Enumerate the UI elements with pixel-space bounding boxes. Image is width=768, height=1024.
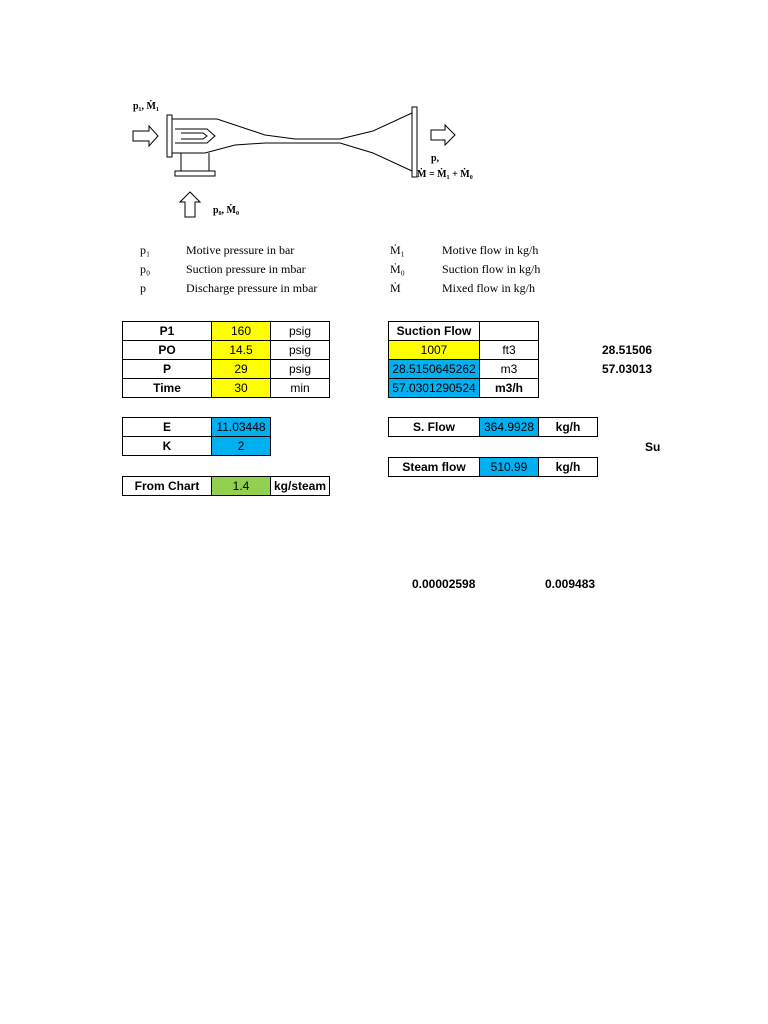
suction-value-m3[interactable]: 28.5150645262: [388, 359, 480, 379]
bottom-value-1: 0.00002598: [412, 577, 476, 591]
legend-symbol-m: Ṁ: [390, 281, 401, 295]
table-row: Suction Flow: [388, 321, 539, 341]
input-value-p0[interactable]: 14.5: [211, 340, 271, 360]
legend-symbol-p1: p₁: [140, 243, 151, 257]
table-row: 28.5150645262 m3: [388, 359, 539, 379]
chart-value[interactable]: 1.4: [211, 476, 271, 496]
legend-desc-p0: Suction pressure in mbar: [186, 262, 306, 276]
suction-header: Suction Flow: [388, 321, 480, 341]
inlet-arrow: [132, 124, 159, 148]
legend-symbol-m0: Ṁ₀: [390, 262, 405, 276]
input-label-p: P: [122, 359, 212, 379]
table-row: K 2: [122, 436, 271, 456]
inputs-table: P1 160 psig PO 14.5 psig P 29 psig Time …: [122, 321, 330, 398]
input-label-p1: P1: [122, 321, 212, 341]
chart-unit: kg/steam: [270, 476, 330, 496]
suction-value-m3h[interactable]: 57.0301290524: [388, 378, 480, 398]
suction-unit-m3h: m3/h: [479, 378, 539, 398]
table-row: P 29 psig: [122, 359, 330, 379]
table-row: PO 14.5 psig: [122, 340, 330, 360]
input-label-p0: PO: [122, 340, 212, 360]
chart-table: From Chart 1.4 kg/steam: [122, 476, 330, 496]
legend-desc-p: Discharge pressure in mbar: [186, 281, 318, 295]
suction-header-empty: [479, 321, 539, 341]
side-value-3: Su: [645, 440, 661, 454]
side-value-1: 28.51506: [602, 343, 653, 357]
side-value-2: 57.03013: [602, 362, 653, 376]
input-unit-p: psig: [270, 359, 330, 379]
input-unit-p1: psig: [270, 321, 330, 341]
k-label: K: [122, 436, 212, 456]
input-value-p[interactable]: 29: [211, 359, 271, 379]
legend-desc-m: Mixed flow in kg/h: [442, 281, 535, 295]
steam-label: Steam flow: [388, 457, 480, 477]
table-row: P1 160 psig: [122, 321, 330, 341]
bottom-value-2: 0.009483: [545, 577, 596, 591]
suction-arrow: [178, 191, 202, 218]
table-row: 1007 ft3: [388, 340, 539, 360]
k-value[interactable]: 2: [211, 436, 271, 456]
e-value[interactable]: 11.03448: [211, 417, 271, 437]
suction-unit-m3: m3: [479, 359, 539, 379]
table-row: E 11.03448: [122, 417, 271, 437]
suction-label: p₀, Ṁ₀: [213, 205, 239, 216]
inlet-label: p₁, Ṁ₁: [133, 101, 159, 112]
input-value-time[interactable]: 30: [211, 378, 271, 398]
steam-value[interactable]: 510.99: [479, 457, 539, 477]
ek-table: E 11.03448 K 2: [122, 417, 271, 456]
legend-desc-m0: Suction flow in kg/h: [442, 262, 541, 276]
suction-table: Suction Flow 1007 ft3 28.5150645262 m3 5…: [388, 321, 539, 398]
table-row: Steam flow 510.99 kg/h: [388, 457, 598, 477]
table-row: From Chart 1.4 kg/steam: [122, 476, 330, 496]
legend-symbol-m1: Ṁ₁: [390, 243, 405, 257]
sflow-table: S. Flow 364.9928 kg/h: [388, 417, 598, 437]
outlet-label-flow: Ṁ = Ṁ₁ + Ṁ₀: [417, 169, 473, 180]
table-row: 57.0301290524 m3/h: [388, 378, 539, 398]
sflow-label: S. Flow: [388, 417, 480, 437]
input-unit-time: min: [270, 378, 330, 398]
ejector-diagram: p₁, Ṁ₁ p₀, Ṁ₀ p, Ṁ = Ṁ₁ + Ṁ₀: [125, 95, 505, 225]
outlet-arrow: [430, 123, 456, 147]
legend-desc-m1: Motive flow in kg/h: [442, 243, 539, 257]
ejector-drawing: [132, 106, 456, 218]
suction-unit-ft3: ft3: [479, 340, 539, 360]
input-unit-p0: psig: [270, 340, 330, 360]
table-row: S. Flow 364.9928 kg/h: [388, 417, 598, 437]
table-row: Time 30 min: [122, 378, 330, 398]
legend-symbol-p0: p₀: [140, 262, 151, 276]
e-label: E: [122, 417, 212, 437]
legend-desc-p1: Motive pressure in bar: [186, 243, 295, 257]
sflow-unit: kg/h: [538, 417, 598, 437]
input-value-p1[interactable]: 160: [211, 321, 271, 341]
suction-value-ft3[interactable]: 1007: [388, 340, 480, 360]
sflow-value[interactable]: 364.9928: [479, 417, 539, 437]
outlet-label-pressure: p,: [431, 153, 440, 164]
legend-symbol-p: p: [140, 281, 146, 295]
chart-label: From Chart: [122, 476, 212, 496]
steam-table: Steam flow 510.99 kg/h: [388, 457, 598, 477]
input-label-time: Time: [122, 378, 212, 398]
steam-unit: kg/h: [538, 457, 598, 477]
